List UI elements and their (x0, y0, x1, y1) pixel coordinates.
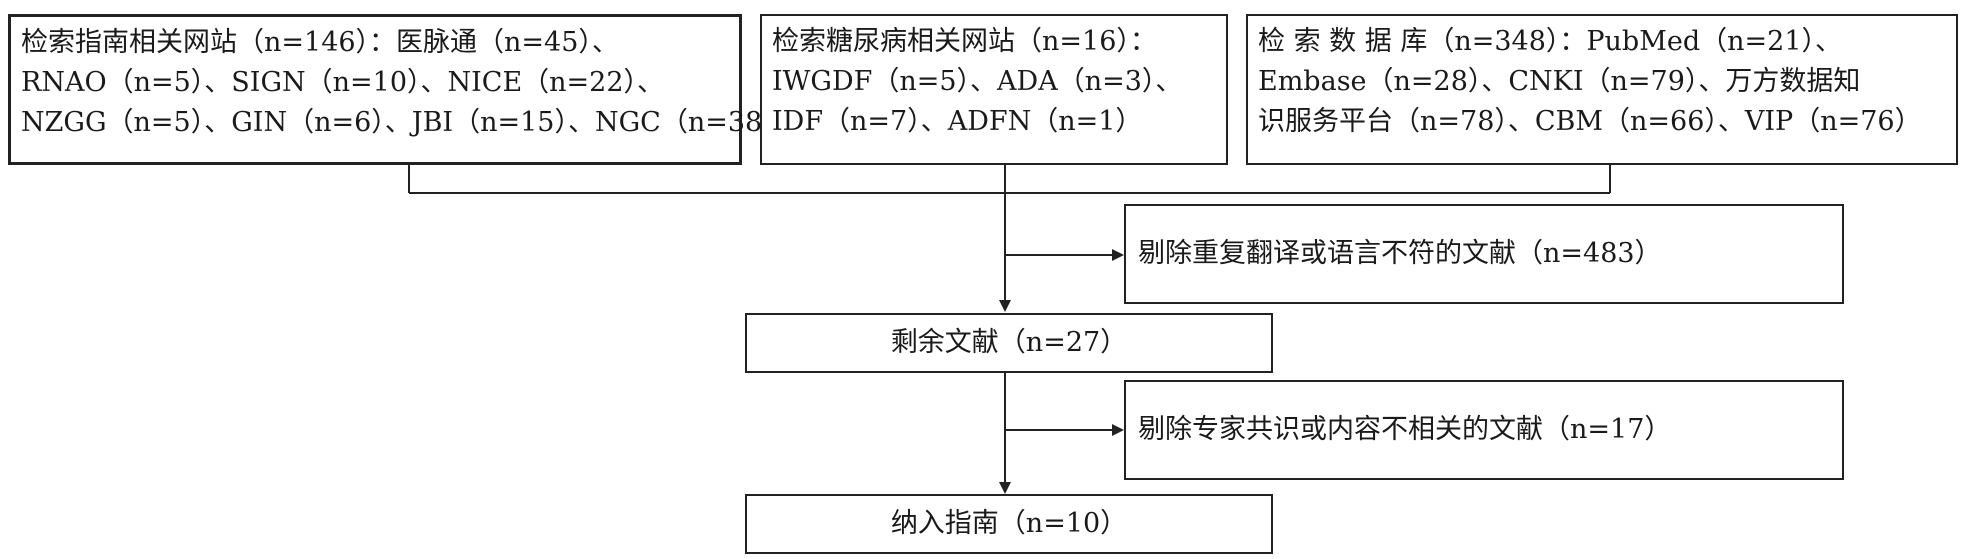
included-text: 纳入指南（n=10） (890, 508, 1128, 539)
diabetes-sites-box: 检索糖尿病相关网站（n=16）： IWGDF（n=5）、ADA（n=3）、 ID… (760, 14, 1228, 165)
remaining-text: 剩余文献（n=27） (890, 327, 1128, 358)
databases-line-1: 检 索 数 据 库（n=348）：PubMed（n=21）、 (1258, 26, 1842, 57)
guideline-sites-box: 检索指南相关网站（n=146）：医脉通（n=45）、 RNAO（n=5）、SIG… (8, 14, 790, 165)
databases-line-3: 识服务平台（n=78）、CBM（n=66）、VIP（n=76） (1258, 106, 1922, 137)
exclusion-box-2: 剔除专家共识或内容不相关的文献（n=17） (1124, 380, 1844, 480)
databases-box: 检 索 数 据 库（n=348）：PubMed（n=21）、 Embase（n=… (1246, 14, 1958, 165)
remaining-box: 剩余文献（n=27） (745, 313, 1273, 373)
guideline-sites-line-2: RNAO（n=5）、SIGN（n=10）、NICE（n=22）、 (21, 67, 665, 98)
exclusion-1-text: 剔除重复翻译或语言不符的文献（n=483） (1138, 238, 1662, 269)
exclusion-box-1: 剔除重复翻译或语言不符的文献（n=483） (1124, 204, 1844, 304)
guideline-sites-line-3: NZGG（n=5）、GIN（n=6）、JBI（n=15）、NGC（n=38） (21, 107, 790, 138)
databases-line-2: Embase（n=28）、CNKI（n=79）、万方数据知 (1258, 66, 1861, 97)
diabetes-sites-line-1: 检索糖尿病相关网站（n=16）： (772, 26, 1157, 57)
exclusion-2-text: 剔除专家共识或内容不相关的文献（n=17） (1138, 414, 1672, 445)
guideline-sites-line-1: 检索指南相关网站（n=146）：医脉通（n=45）、 (21, 27, 619, 58)
diabetes-sites-line-3: IDF（n=7）、ADFN（n=1） (772, 106, 1143, 137)
diabetes-sites-line-2: IWGDF（n=5）、ADA（n=3）、 (772, 66, 1183, 97)
included-box: 纳入指南（n=10） (745, 494, 1273, 554)
